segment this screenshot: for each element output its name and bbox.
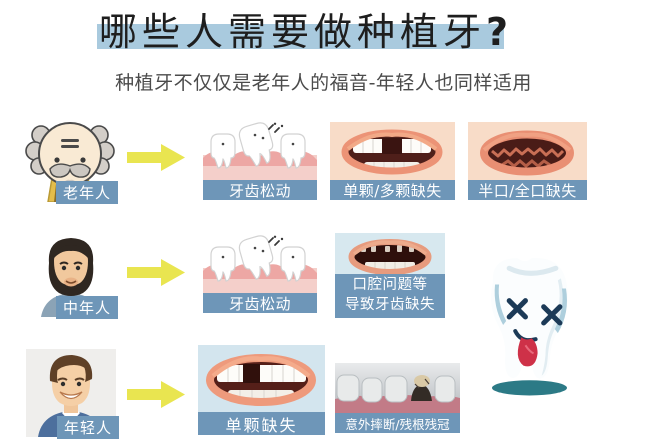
title-highlight-band xyxy=(97,24,504,49)
card-label-broken-tooth: 意外摔断/残根残冠 xyxy=(335,413,460,433)
mouth-missing-all-teeth-icon xyxy=(468,122,587,180)
card-label-line1: 口腔问题等 xyxy=(352,277,428,294)
page-title: 哪些人需要做种植牙? xyxy=(99,1,513,56)
card-loose-teeth-row1: 牙齿松动 xyxy=(203,122,317,200)
card-label-line2: 导致牙齿缺失 xyxy=(345,297,435,313)
page-subtitle: 种植牙不仅仅是老年人的福音-年轻人也同样适用 xyxy=(115,72,532,94)
person-label-middle-aged: 中年人 xyxy=(56,296,119,319)
person-label-young: 年轻人 xyxy=(57,416,120,439)
card-label-loose-teeth: 牙齿松动 xyxy=(203,293,317,313)
sick-tooth-cartoon xyxy=(458,248,603,398)
loose-teeth-icon xyxy=(203,122,317,180)
mouth-missing-one-tooth-icon xyxy=(198,345,325,412)
right-arrow-icon xyxy=(127,259,185,286)
right-arrow-icon xyxy=(127,381,185,408)
mouth-decayed-teeth-icon xyxy=(335,233,445,278)
person-label-elderly: 老年人 xyxy=(56,181,119,204)
loose-teeth-icon xyxy=(203,235,317,293)
sick-tooth-icon xyxy=(490,257,568,396)
page-title-text: 哪些人需要做种植牙 xyxy=(99,10,487,54)
card-broken-tooth: 意外摔断/残根残冠 xyxy=(335,363,460,433)
card-missing-one-tooth: 单颗缺失 xyxy=(198,345,325,435)
broken-tooth-teeth-row-icon xyxy=(335,363,460,413)
right-arrow-icon xyxy=(127,144,185,171)
card-label-missing-one: 单颗缺失 xyxy=(198,412,325,435)
card-missing-all-teeth: 半口/全口缺失 xyxy=(468,122,587,200)
card-label-missing-several: 单颗/多颗缺失 xyxy=(330,180,455,200)
card-loose-teeth-row2: 牙齿松动 xyxy=(203,235,317,313)
card-oral-problems: 口腔问题等 导致牙齿缺失 xyxy=(335,233,445,318)
card-missing-several-teeth: 单颗/多颗缺失 xyxy=(330,122,455,200)
mouth-missing-several-teeth-icon xyxy=(330,122,455,180)
page-title-question-mark: ? xyxy=(486,10,514,54)
card-label-missing-all: 半口/全口缺失 xyxy=(468,180,587,200)
card-label-oral-problems: 口腔问题等 导致牙齿缺失 xyxy=(335,274,445,318)
card-label-loose-teeth: 牙齿松动 xyxy=(203,180,317,200)
